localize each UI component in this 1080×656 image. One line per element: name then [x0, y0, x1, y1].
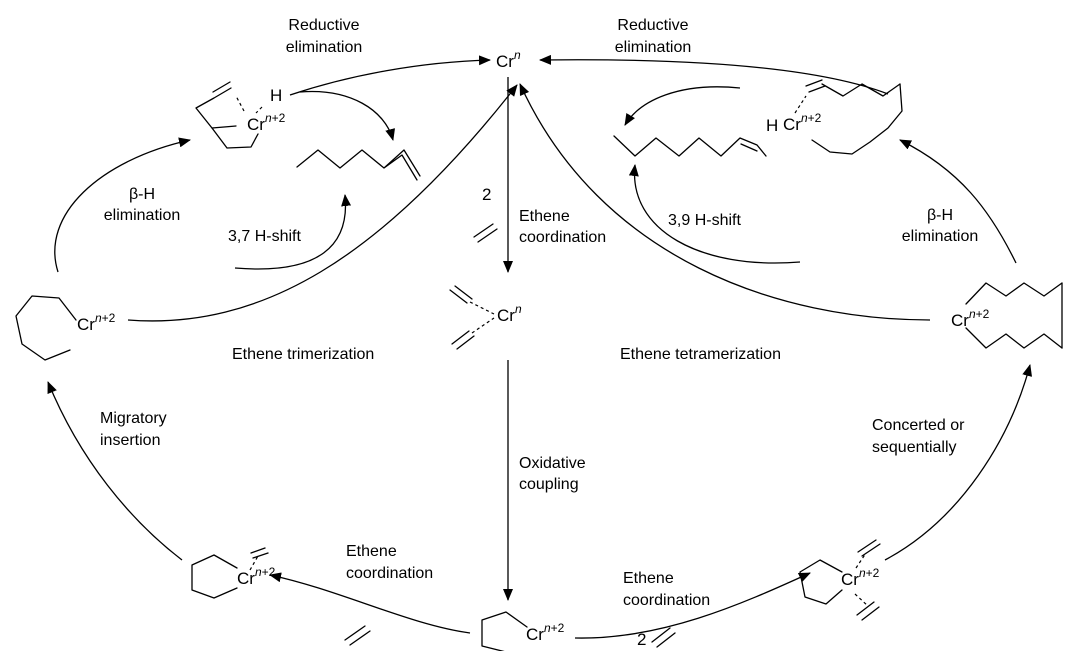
- label-h-shift-39: 3,9 H-shift: [668, 212, 741, 229]
- beta-h-elimination-right-arrow: [899, 139, 1017, 264]
- reaction-labels: Reductive elimination Reductive eliminat…: [100, 17, 978, 609]
- trimerization-reductive-arrow: [127, 84, 518, 322]
- h-shift-37-arrow: [234, 194, 352, 270]
- label-reductive-elimination-left-1: Reductive: [288, 17, 359, 34]
- label-beta-h-right-2: elimination: [902, 228, 978, 245]
- label-ethene-trimerization: Ethene trimerization: [232, 346, 374, 363]
- svg-text:Crn+2: Crn+2: [526, 621, 565, 644]
- migratory-insertion-arrow: [47, 381, 183, 561]
- label-oxidative-coupling-2: coupling: [519, 476, 579, 493]
- label-beta-h-left-2: elimination: [104, 207, 180, 224]
- label-h-shift-37: 3,7 H-shift: [228, 228, 301, 245]
- reductive-elimination-left-arrow: [289, 55, 491, 96]
- label-ethene-coordination-br-1: Ethene: [623, 570, 674, 587]
- svg-text:2: 2: [637, 630, 646, 649]
- metallacycloheptane-left: Crn+2: [15, 295, 116, 361]
- svg-text:H: H: [270, 86, 282, 105]
- svg-text:Crn+2: Crn+2: [951, 307, 990, 330]
- concerted-arrow: [884, 364, 1032, 561]
- label-ethene-coordination-bl-2: coordination: [346, 565, 433, 582]
- chromium-hydride-alkenyl-left: Crn+2 H: [195, 81, 286, 149]
- svg-text:Crn: Crn: [496, 48, 521, 71]
- beta-h-elimination-left-arrow: [54, 137, 191, 273]
- svg-text:Crn+2: Crn+2: [247, 111, 286, 134]
- svg-text:Crn+2: Crn+2: [783, 111, 822, 134]
- octene-release-arrow: [624, 86, 741, 126]
- label-concerted-1: Concerted or: [872, 417, 965, 434]
- label-ethene-coordination-center-1: Ethene: [519, 208, 570, 225]
- label-ethene-tetramerization: Ethene tetramerization: [620, 346, 781, 363]
- svg-text:H: H: [766, 116, 778, 135]
- svg-text:2: 2: [482, 185, 491, 204]
- label-concerted-2: sequentially: [872, 439, 957, 456]
- hexene-release-arrow: [299, 90, 395, 141]
- tetramerization-reductive-arrow: [519, 83, 931, 321]
- ethene-coordination-right-arrow: [574, 572, 811, 639]
- ethene-molecules: 2 2: [344, 185, 676, 649]
- label-oxidative-coupling-1: Oxidative: [519, 455, 586, 472]
- reductive-elimination-right-arrow: [539, 54, 889, 95]
- metallacyclopentane-bis-ethene-right: Crn+2: [799, 539, 881, 621]
- label-migratory-insertion-1: Migratory: [100, 410, 167, 427]
- cr-n-bis-ethene: Crn: [449, 285, 522, 350]
- label-reductive-elimination-right-1: Reductive: [617, 17, 688, 34]
- label-reductive-elimination-left-2: elimination: [286, 39, 362, 56]
- metallacyclopentane-ethene-left: Crn+2: [191, 547, 276, 599]
- metallacyclopentane-center: Crn+2: [481, 611, 565, 653]
- 1-octene-product: [613, 135, 767, 157]
- ethene-coordination-left-arrow: [269, 572, 471, 634]
- label-reductive-elimination-right-2: elimination: [615, 39, 691, 56]
- label-beta-h-right-1: β-H: [927, 207, 953, 224]
- svg-text:Crn: Crn: [497, 302, 522, 325]
- svg-text:Crn+2: Crn+2: [237, 565, 276, 588]
- label-ethene-coordination-br-2: coordination: [623, 592, 710, 609]
- h-shift-39-arrow: [628, 164, 801, 264]
- label-migratory-insertion-2: insertion: [100, 432, 160, 449]
- metallacyclononane-right: Crn+2: [951, 282, 1063, 349]
- label-beta-h-left-1: β-H: [129, 186, 155, 203]
- 1-hexene-product: [296, 149, 421, 181]
- chromium-hydride-alkenyl-right: Crn+2 H: [766, 79, 903, 155]
- cr-n-top: Crn: [496, 48, 521, 71]
- svg-text:Crn+2: Crn+2: [77, 311, 116, 334]
- svg-text:Crn+2: Crn+2: [841, 566, 880, 589]
- reaction-arrows: [47, 54, 1032, 639]
- label-ethene-coordination-center-2: coordination: [519, 229, 606, 246]
- label-ethene-coordination-bl-1: Ethene: [346, 543, 397, 560]
